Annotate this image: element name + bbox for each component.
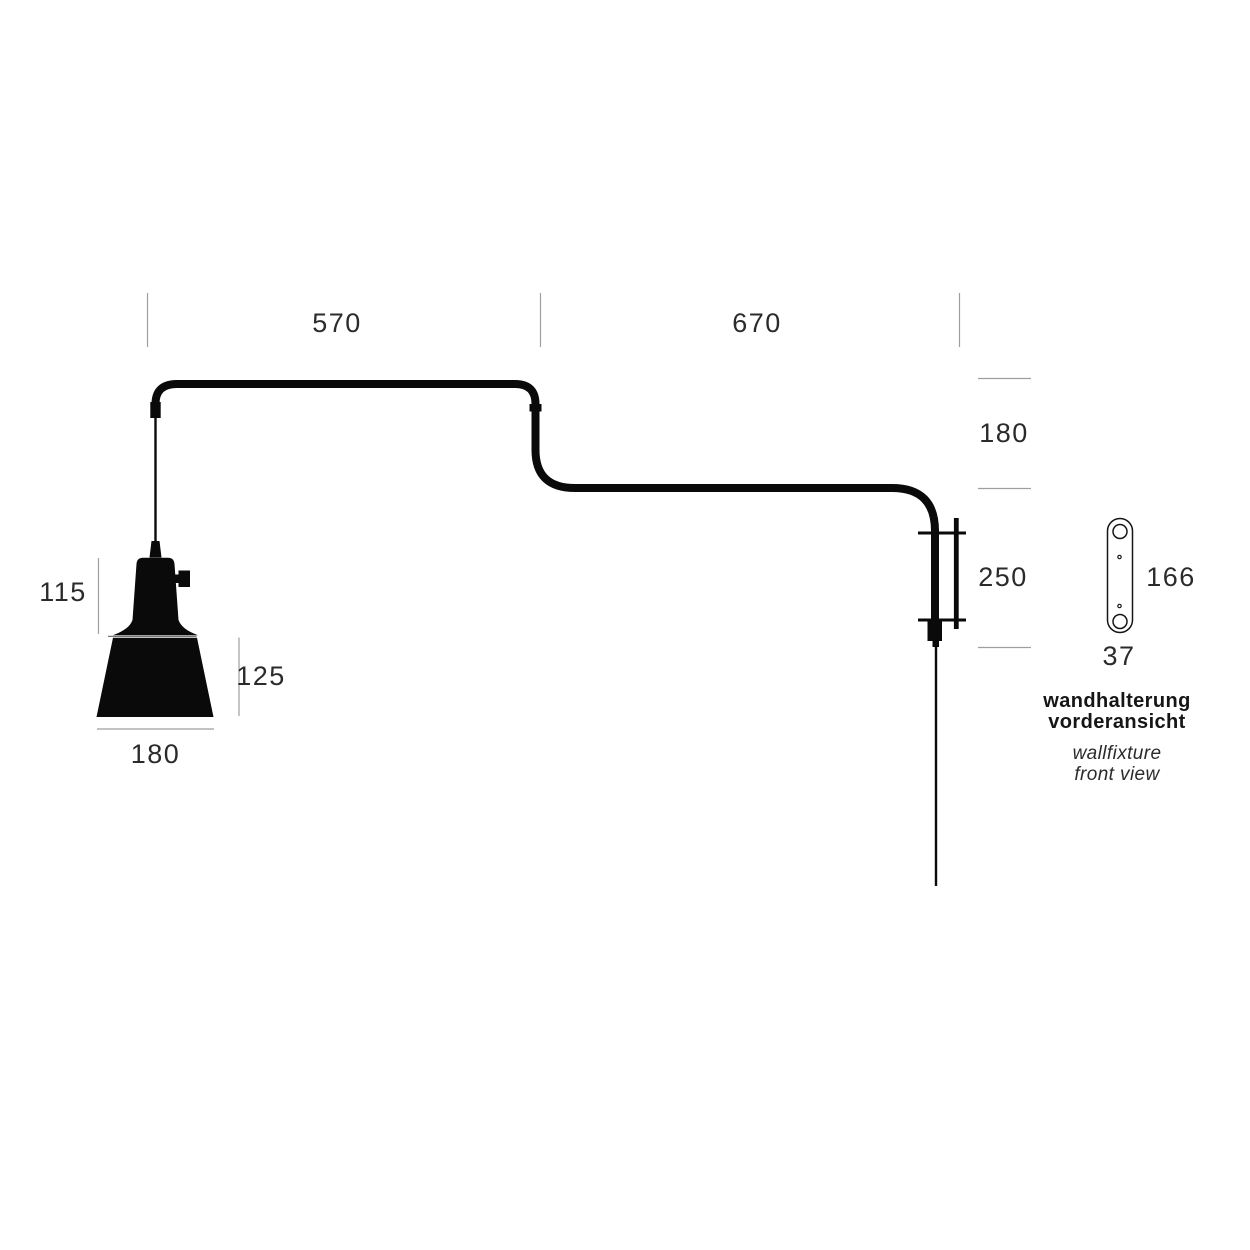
caption-de-line2: vorderansicht [1048,711,1185,733]
dimension-labels: 570 670 180 250 115 125 180 166 37 [39,308,1196,769]
socket-and-bell [113,557,198,636]
fixture-screw-hole-top [1112,523,1128,540]
fixture-pin-hole-top [1117,554,1122,560]
lamp-head [96,541,214,717]
caption-en-line1: wallfixture [1073,743,1162,764]
dim-label-180-shade: 180 [131,739,181,769]
switch-knob [178,570,190,587]
fixture-plate [1106,517,1134,634]
dim-label-166: 166 [1146,562,1196,592]
arm-middle-joint-collar [529,404,542,412]
arm-tube-path [151,380,939,622]
swing-arm [150,380,942,647]
lamp-shade [96,637,214,717]
dimension-ticks [97,293,1031,730]
dim-label-37: 37 [1102,641,1135,671]
dim-label-570: 570 [312,308,362,338]
dim-label-115: 115 [39,577,87,607]
dim-label-180-drop: 180 [979,418,1029,448]
switch-stem [172,574,180,583]
dim-label-670: 670 [732,308,782,338]
wall-fixture-front-view [1106,517,1134,634]
cord-grip [149,541,162,558]
wall-bracket-side [918,518,966,629]
arm-left-end-sleeve [150,402,161,418]
caption-en-line2: front view [1074,764,1160,785]
fixture-pin-hole-bottom [1117,603,1122,609]
dim-label-250: 250 [978,562,1028,592]
fixture-caption: wandhalterung vorderansicht wallfixture … [1042,690,1190,785]
dim-label-125: 125 [236,661,286,691]
arm-bottom-plug-tip [932,641,939,647]
fixture-screw-hole-bottom [1112,613,1128,630]
caption-de-line1: wandhalterung [1042,690,1190,712]
arm-bottom-plug [927,620,942,641]
